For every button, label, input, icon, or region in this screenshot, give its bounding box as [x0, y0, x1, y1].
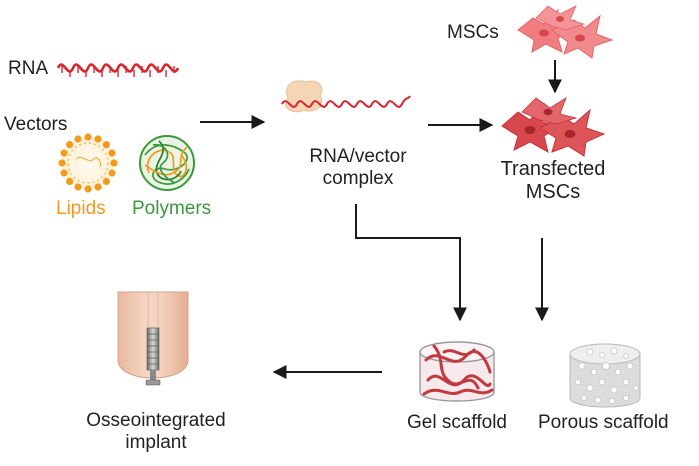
polymers-label: Polymers — [132, 198, 212, 219]
complex-label-line2: complex — [322, 167, 394, 189]
rna-strand-icon — [56, 63, 180, 77]
porous-scaffold-icon — [569, 343, 641, 408]
implant-label-line1: Osseointegrated — [86, 410, 226, 431]
msc-cells-icon — [517, 5, 614, 59]
implant-label-line2: implant — [125, 431, 187, 453]
mscs-label: MSCs — [447, 22, 499, 43]
gel-scaffold-icon — [419, 341, 495, 402]
complex-label-line1: RNA/vector — [309, 146, 407, 167]
osseointegrated-implant-label: Osseointegrated implant — [66, 410, 246, 454]
lipids-label: Lipids — [56, 198, 106, 219]
dental-implant-icon — [117, 291, 189, 386]
gel-scaffold-label: Gel scaffold — [407, 412, 507, 433]
transfected-label-line2: MSCs — [525, 181, 581, 203]
vectors-label: Vectors — [4, 114, 68, 135]
arrows — [200, 60, 562, 379]
transfected-mscs-label: Transfected MSCs — [468, 158, 638, 204]
arrow-complex-to-gel — [355, 204, 467, 322]
lipid-nanoparticle-icon — [58, 133, 118, 193]
transfected-msc-cells-icon — [501, 97, 606, 157]
porous-scaffold-label: Porous scaffold — [538, 412, 669, 433]
polymer-nanoparticle-icon — [139, 135, 195, 191]
rna-vector-complex-icon — [281, 80, 411, 113]
transfected-label-line1: Transfected — [500, 158, 606, 180]
rna-vector-complex-label: RNA/vector complex — [278, 146, 438, 190]
rna-label: RNA — [8, 58, 49, 79]
